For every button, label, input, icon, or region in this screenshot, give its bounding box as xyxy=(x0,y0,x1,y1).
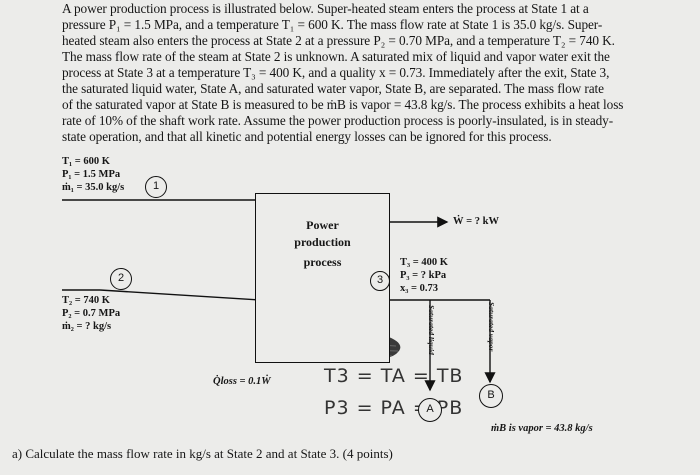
state2-temperature: T₂ = 740 K xyxy=(62,295,110,306)
state2-pressure: P₂ = 0.7 MPa xyxy=(62,308,121,319)
box-label: production xyxy=(294,235,351,249)
problem-line: of the saturated vapor at State B is mea… xyxy=(62,97,624,112)
state3-temperature: T₃ = 400 K xyxy=(400,257,448,268)
state1-temperature: T₁ = 600 K xyxy=(62,156,110,167)
stateB-mass-flow: ṁB is vapor = 43.8 kg/s xyxy=(491,423,593,434)
problem-line: pressure P₁ = 1.5 MPa, and a temperature… xyxy=(62,17,603,32)
work-label: Ẇ = ? kW xyxy=(453,216,499,227)
problem-line: A power production process is illustrate… xyxy=(62,1,589,16)
box-label: process xyxy=(303,255,342,269)
state3-quality: x₃ = 0.73 xyxy=(400,283,439,294)
state3-marker: 3 xyxy=(370,271,390,291)
state1-mass-flow: ṁ₁ = 35.0 kg/s xyxy=(62,182,125,193)
stateA-marker: A xyxy=(418,398,442,422)
state2-inlet-line xyxy=(99,289,261,301)
problem-line: heated steam also enters the process at … xyxy=(62,33,615,48)
saturated-liquid-label: Saturated liquid xyxy=(427,305,436,355)
problem-line: the saturated liquid water, State A, and… xyxy=(62,81,604,96)
stateB-marker: B xyxy=(479,384,503,408)
handwritten-temperature-equality: T3 = TA = TB xyxy=(324,365,464,387)
problem-line: state operation, and that all kinetic an… xyxy=(62,129,552,144)
state2-mass-flow: ṁ₂ = ? kg/s xyxy=(62,321,112,332)
box-label: Power xyxy=(306,218,339,232)
heat-loss-label: Q̇loss = 0.1Ẇ xyxy=(213,376,271,387)
power-production-process-box: Power production process xyxy=(255,193,390,363)
saturated-vapor-label: Saturated vapor xyxy=(487,302,496,352)
handwritten-pressure-equality: P3 = PA = PB xyxy=(324,397,464,419)
state3-pressure: P₃ = ? kPa xyxy=(400,270,447,281)
problem-line: The mass flow rate of the steam at State… xyxy=(62,49,610,64)
problem-line: process at State 3 at a temperature T₃ =… xyxy=(62,65,610,80)
state2-marker: 2 xyxy=(110,268,132,290)
question-a: a) Calculate the mass flow rate in kg/s … xyxy=(12,446,393,461)
state1-pressure: P₁ = 1.5 MPa xyxy=(62,169,121,180)
state1-marker: 1 xyxy=(145,176,167,198)
problem-line: rate of 10% of the shaft work rate. Assu… xyxy=(62,113,614,128)
